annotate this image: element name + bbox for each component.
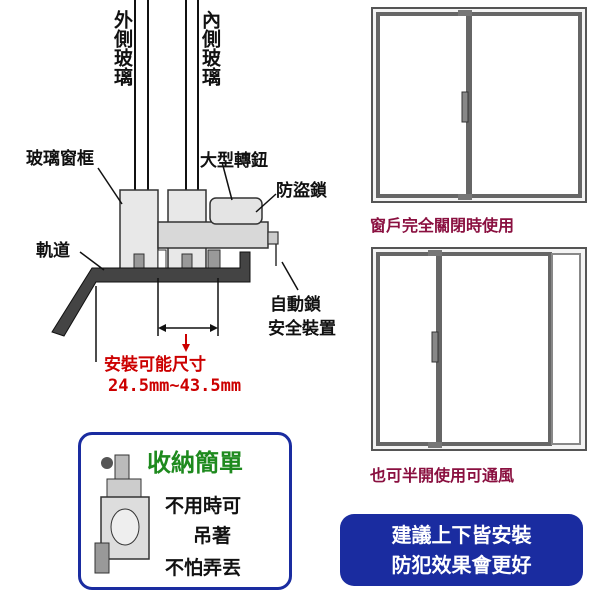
inner-glass-text: 內側玻璃 xyxy=(199,10,221,86)
lock-cross-section-diagram xyxy=(51,0,299,362)
window-half-open-caption: 也可半開使用可通風 xyxy=(370,466,515,485)
storage-line3: 不怕弄丟 xyxy=(165,557,242,579)
window-closed-illustration xyxy=(371,7,587,203)
install-size-title: 安裝可能尺寸 xyxy=(104,355,206,375)
storage-line2: 吊著 xyxy=(193,525,232,547)
storage-info-box: 收納簡單 不用時可 吊著 不怕弄丟 xyxy=(78,432,292,590)
outer-glass-label: 外側玻璃 xyxy=(110,10,133,86)
storage-line1: 不用時可 xyxy=(165,495,242,517)
inner-glass-label: 內側玻璃 xyxy=(198,10,221,86)
outer-glass-text: 外側玻璃 xyxy=(111,10,133,86)
window-half-open-illustration xyxy=(371,247,587,451)
storage-title: 收納簡單 xyxy=(147,449,243,477)
anti-theft-lock-label: 防盜鎖 xyxy=(276,181,327,201)
auto-lock-label-line2: 安全裝置 xyxy=(268,319,336,339)
glass-frame-label: 玻璃窗框 xyxy=(26,149,94,169)
track-label: 軌道 xyxy=(36,241,70,261)
install-size-range: 24.5mm~43.5mm xyxy=(108,376,242,396)
hanging-lock-illustration xyxy=(94,454,150,574)
recommendation-box: 建議上下皆安裝 防犯效果會更好 xyxy=(340,514,583,586)
auto-lock-label-line1: 自動鎖 xyxy=(270,295,321,315)
recommendation-line2: 防犯效果會更好 xyxy=(391,553,532,577)
recommendation-line1: 建議上下皆安裝 xyxy=(391,523,532,547)
window-closed-caption: 窗戶完全關閉時使用 xyxy=(370,216,515,235)
big-knob-label: 大型轉鈕 xyxy=(200,151,268,171)
